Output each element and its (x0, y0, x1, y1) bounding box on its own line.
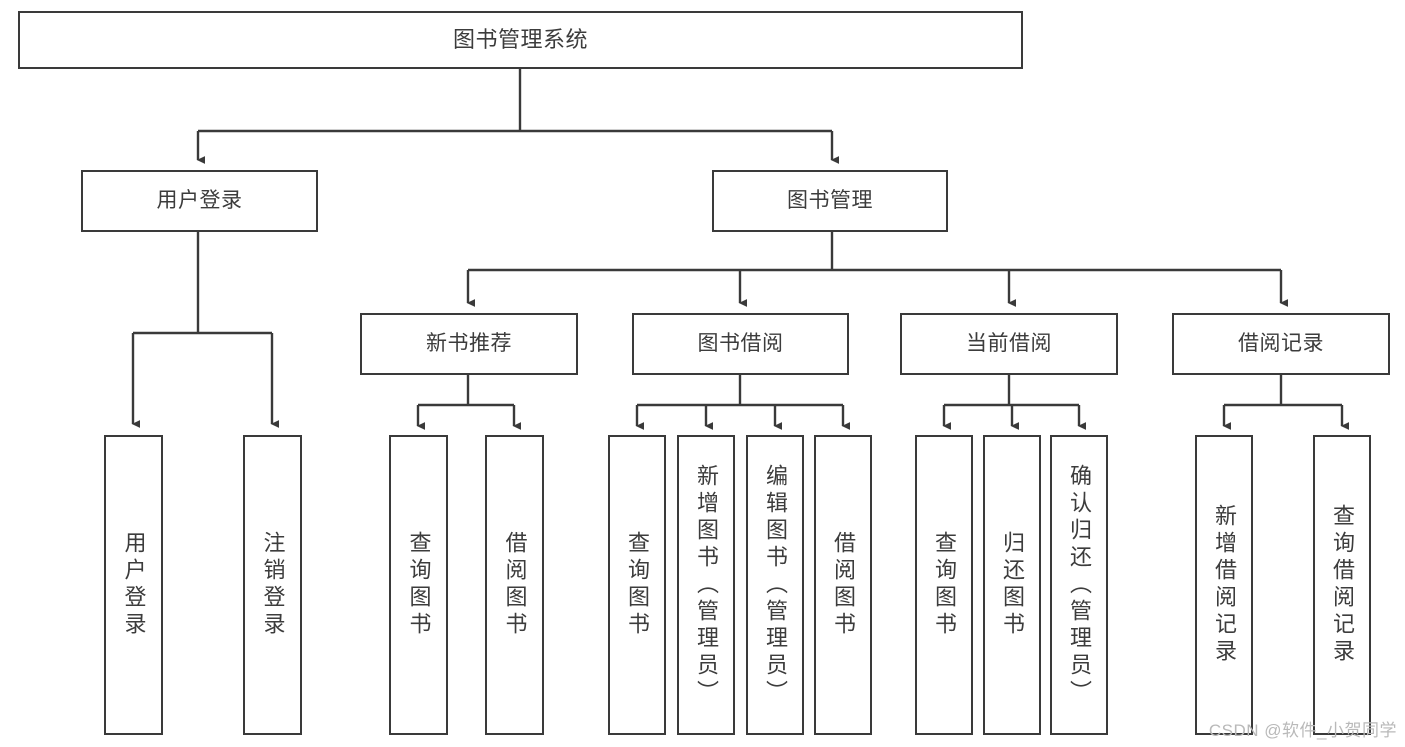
node-label: 查询图书 (406, 531, 432, 639)
node-root-system[interactable]: 图书管理系统 (18, 11, 1023, 69)
leaf-user-login-login[interactable]: 用户登录 (104, 435, 163, 735)
node-label: 新增借阅记录 (1212, 504, 1237, 666)
node-label: 借阅图书 (502, 531, 528, 639)
leaf-user-login-logout[interactable]: 注销登录 (243, 435, 302, 735)
node-label: 图书管理系统 (452, 26, 588, 52)
node-new-book-recommend[interactable]: 新书推荐 (360, 313, 578, 375)
node-label: 确认归还（管理员） (1067, 463, 1092, 707)
node-label: 图书管理 (787, 189, 873, 213)
node-label: 借阅记录 (1238, 332, 1324, 356)
leaf-new-book-borrow[interactable]: 借阅图书 (485, 435, 544, 735)
node-label: 归还图书 (1000, 531, 1025, 639)
leaf-current-borrow-query[interactable]: 查询图书 (915, 435, 973, 735)
node-label: 查询图书 (625, 531, 650, 639)
node-label: 查询借阅记录 (1330, 504, 1355, 666)
leaf-book-borrow-borrow[interactable]: 借阅图书 (814, 435, 872, 735)
leaf-book-borrow-edit[interactable]: 编辑图书（管理员） (746, 435, 804, 735)
leaf-current-borrow-confirm-return[interactable]: 确认归还（管理员） (1050, 435, 1108, 735)
node-current-borrow[interactable]: 当前借阅 (900, 313, 1118, 375)
node-label: 当前借阅 (966, 332, 1052, 356)
node-label: 注销登录 (260, 531, 286, 639)
node-book-management[interactable]: 图书管理 (712, 170, 948, 232)
leaf-book-borrow-query[interactable]: 查询图书 (608, 435, 666, 735)
leaf-borrow-record-add[interactable]: 新增借阅记录 (1195, 435, 1253, 735)
node-label: 借阅图书 (831, 531, 856, 639)
node-label: 新书推荐 (426, 332, 512, 356)
node-label: 新增图书（管理员） (694, 463, 719, 707)
node-label: 用户登录 (121, 531, 147, 639)
node-label: 编辑图书（管理员） (763, 463, 788, 707)
node-user-login[interactable]: 用户登录 (81, 170, 318, 232)
csdn-watermark: CSDN @软件_小贺同学 (1208, 721, 1397, 740)
node-borrow-record[interactable]: 借阅记录 (1172, 313, 1390, 375)
leaf-borrow-record-query[interactable]: 查询借阅记录 (1313, 435, 1371, 735)
node-label: 图书借阅 (697, 332, 784, 356)
leaf-new-book-query[interactable]: 查询图书 (389, 435, 448, 735)
node-book-borrow[interactable]: 图书借阅 (632, 313, 849, 375)
leaf-book-borrow-add[interactable]: 新增图书（管理员） (677, 435, 735, 735)
leaf-current-borrow-return[interactable]: 归还图书 (983, 435, 1041, 735)
node-label: 查询图书 (932, 531, 957, 639)
node-label: 用户登录 (156, 189, 243, 213)
